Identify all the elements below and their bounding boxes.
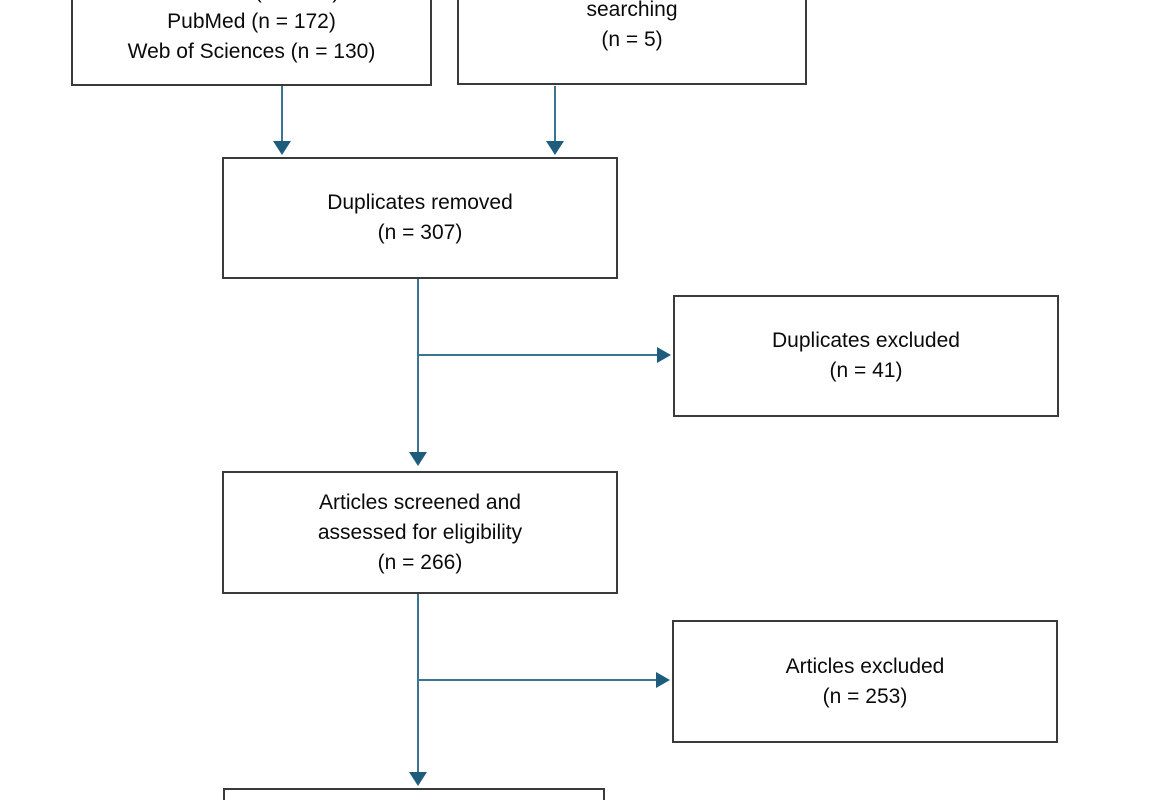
- box-label-line: (n = 253): [822, 684, 908, 708]
- arrow-removed-to-screened-head: [409, 452, 427, 466]
- box-label-line: (n = 307): [377, 221, 463, 244]
- box-articles-excluded: Articles excluded (n = 253): [672, 620, 1058, 743]
- arrow-removed-to-excluded-head: [657, 347, 671, 363]
- box-database-searches: searches (n = 302) PubMed (n = 172) Web …: [71, 0, 432, 86]
- box-label-line: Articles screened and: [319, 490, 521, 514]
- box-label-line: (n = 41): [829, 359, 903, 382]
- box-articles-screened: Articles screened and assessed for eligi…: [222, 471, 618, 594]
- box-duplicates-excluded: Duplicates excluded (n = 41): [673, 295, 1059, 417]
- box-label-line: (n = 5): [601, 28, 663, 51]
- arrow-screened-to-excluded-head: [656, 672, 670, 688]
- box-label-line: Web of Sciences (n = 130): [127, 40, 376, 63]
- arrow-screened-to-final-head: [409, 772, 427, 786]
- box-final: [223, 788, 605, 800]
- box-label-line: Duplicates excluded: [772, 329, 960, 352]
- box-label-line: (n = 266): [377, 550, 463, 574]
- box-label-line: searches (n = 302): [73, 0, 430, 7]
- box-label-line: Duplicates removed: [327, 191, 513, 214]
- arrow-db-to-duplicates-head: [273, 141, 291, 155]
- box-label-line: Articles excluded: [785, 654, 945, 678]
- box-label-line: searching: [586, 0, 678, 21]
- box-manual-search: searching (n = 5): [457, 0, 807, 85]
- box-label-line: PubMed (n = 172): [167, 10, 336, 33]
- box-label-line: assessed for eligibility: [317, 520, 523, 544]
- box-duplicates-removed: Duplicates removed (n = 307): [222, 157, 618, 279]
- arrow-manual-to-duplicates-head: [546, 141, 564, 155]
